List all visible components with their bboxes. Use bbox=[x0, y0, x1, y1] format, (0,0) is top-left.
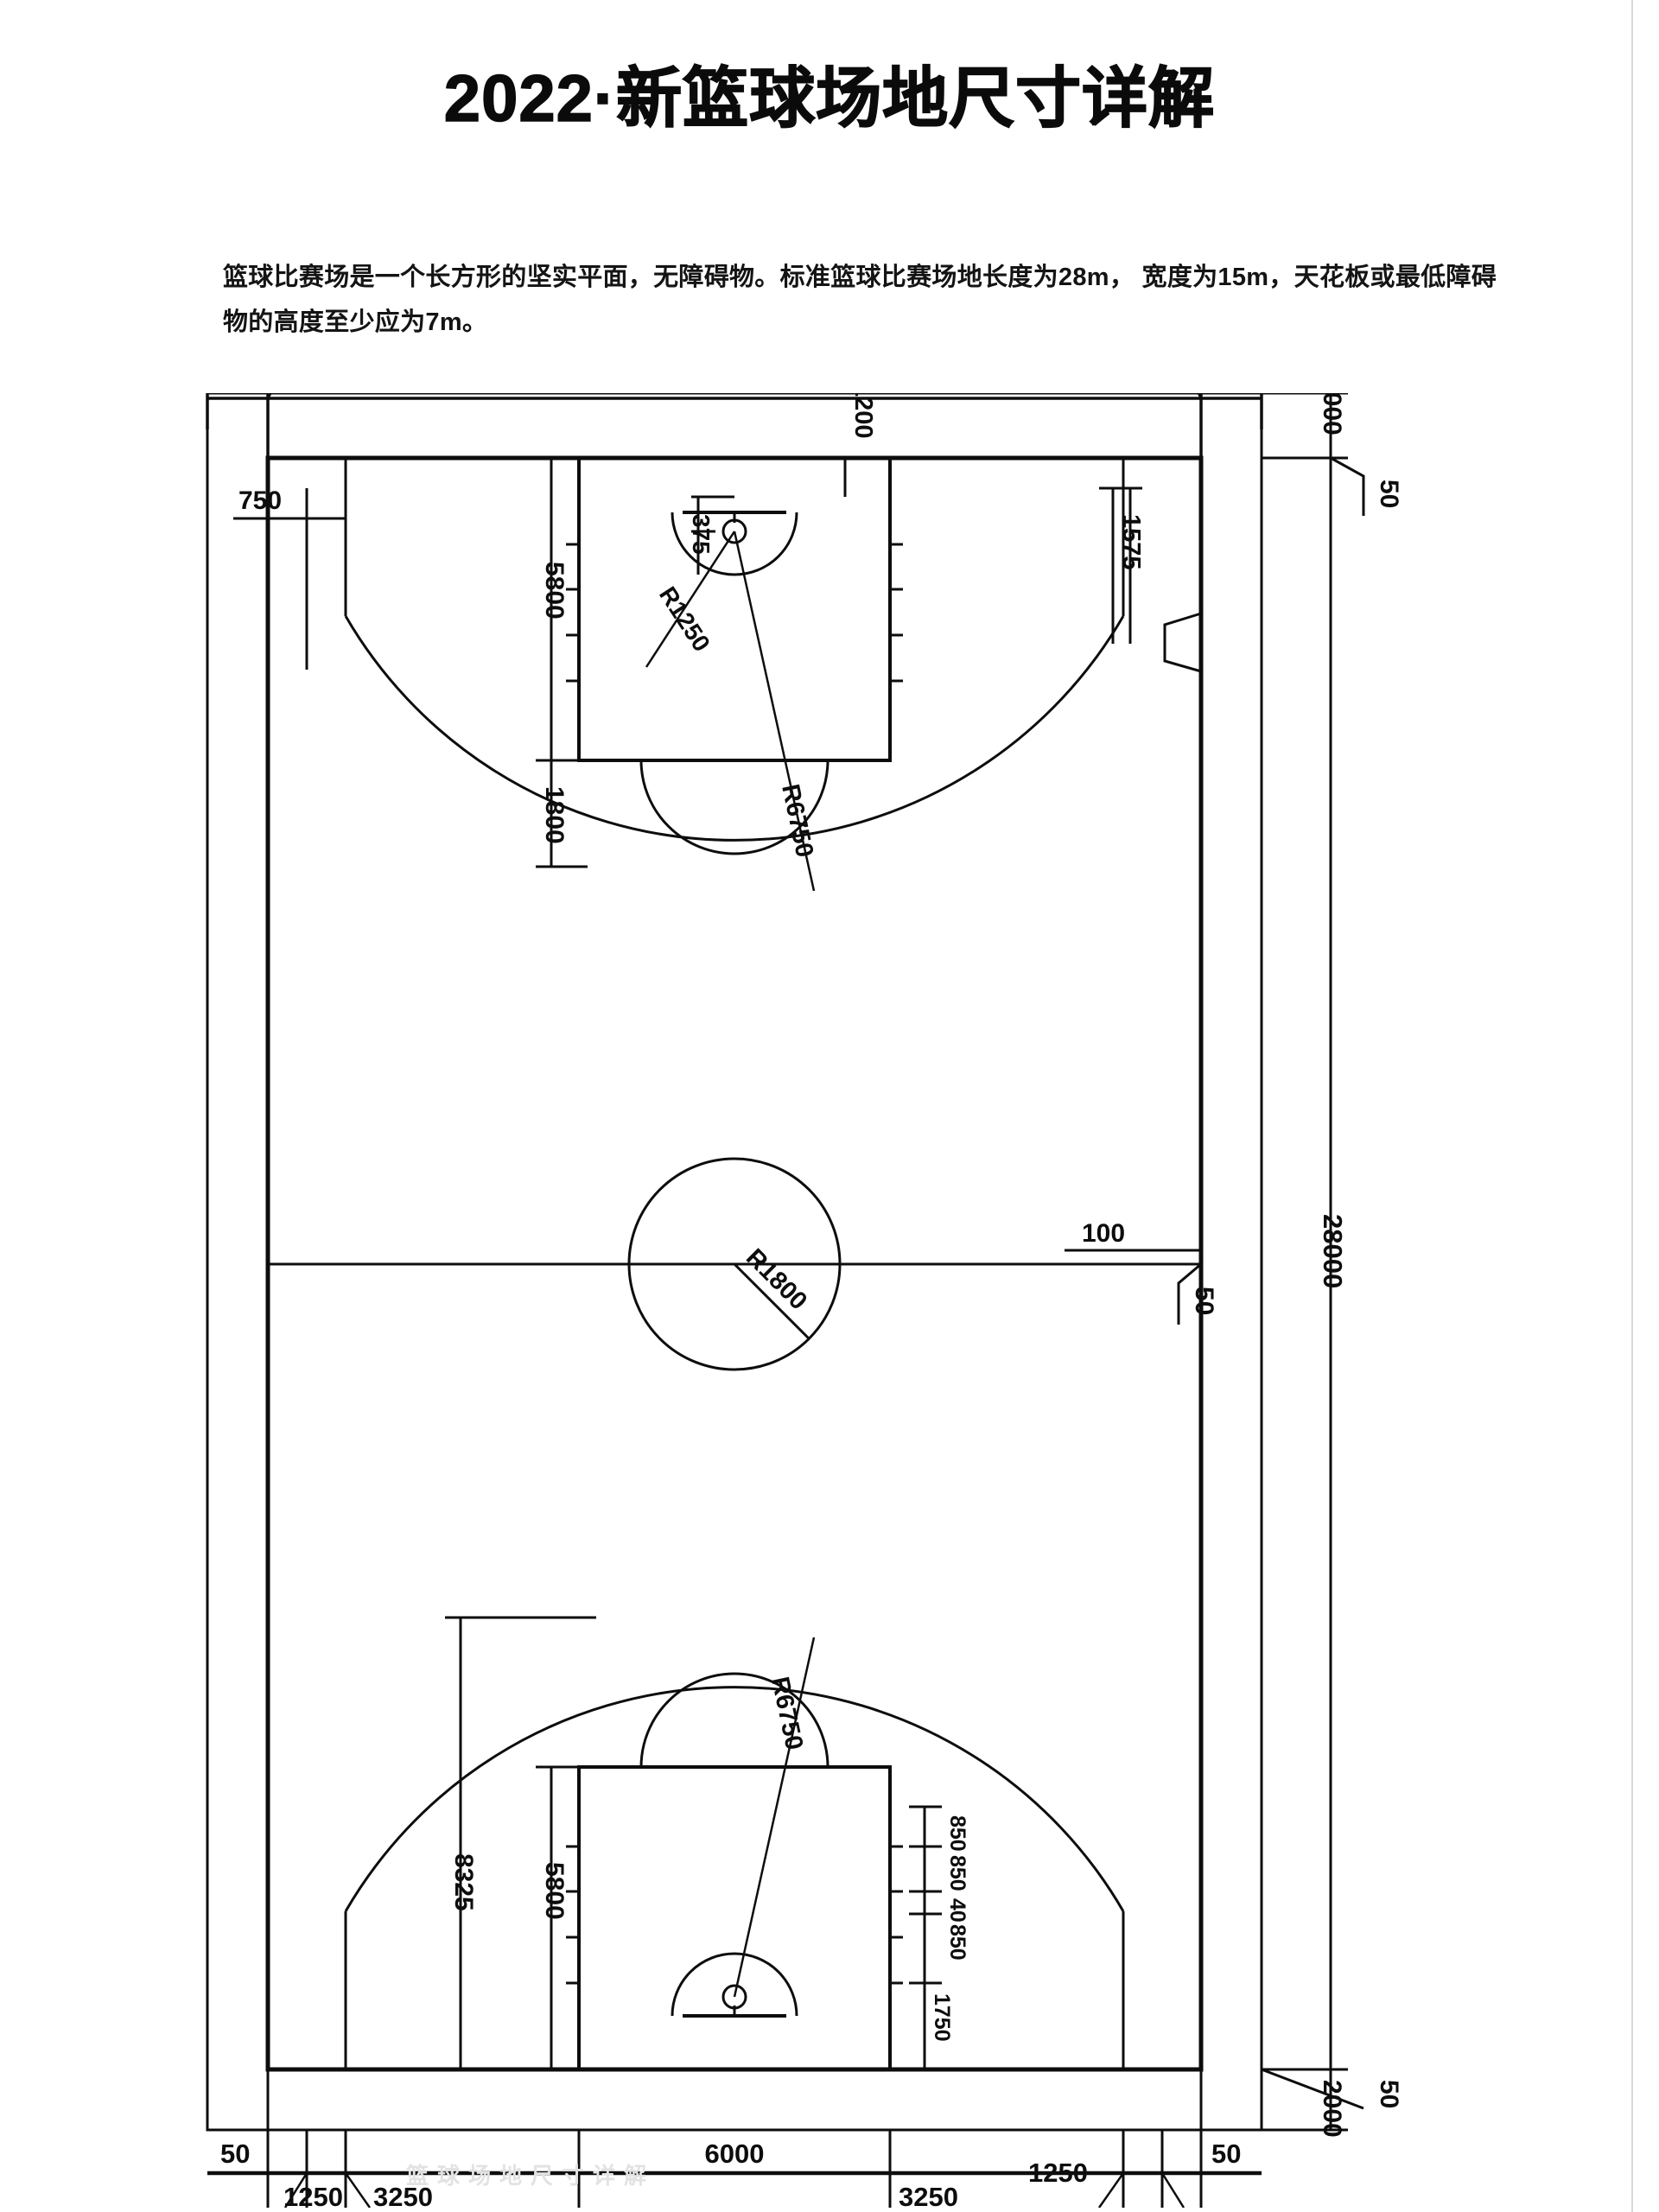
dim-8325 bbox=[445, 1616, 596, 2071]
court-svg: R1800 R1250 bbox=[206, 393, 1403, 2208]
three-point-line-lower bbox=[344, 1686, 1125, 2069]
three-point-line-upper bbox=[344, 458, 1125, 842]
dim-center-100 bbox=[1065, 1236, 1203, 1264]
label-bottom-left-linewidth: 50 bbox=[220, 2139, 250, 2169]
label-three-point-radius-upper: R6750 bbox=[776, 782, 818, 860]
label-left-750: 750 bbox=[238, 486, 282, 515]
ring-lower bbox=[721, 1984, 747, 2016]
runoff-boundary bbox=[206, 393, 1263, 2132]
label-bottom-right-linewidth: 50 bbox=[1211, 2139, 1241, 2169]
dim-top-visible bbox=[206, 393, 1263, 462]
label-three-point-radius-lower: R6750 bbox=[766, 1675, 808, 1752]
label-right-top-linewidth: 50 bbox=[1375, 480, 1403, 508]
label-lane-mark-width: 40 bbox=[945, 1898, 969, 1923]
leader-three-point-radius-lower bbox=[733, 1637, 816, 1998]
label-neutral-zone: 1750 bbox=[930, 1993, 954, 2042]
label-lane-space-3: 850 bbox=[945, 1924, 969, 1961]
leader-ring-radius-upper bbox=[645, 531, 736, 668]
page-title: 2022·新篮球场地尺寸详解 bbox=[443, 61, 1216, 137]
label-center-100: 100 bbox=[1082, 1219, 1125, 1248]
intro-line-2: 宽度为15m，天花板或最低障碍物的高度至少应为7m。 bbox=[223, 264, 1497, 336]
dim-right-top bbox=[1262, 393, 1348, 460]
lane-marks-upper bbox=[566, 543, 903, 683]
dim-right-bottom-runoff bbox=[1262, 2069, 1348, 2132]
dim-1575 bbox=[1099, 486, 1142, 644]
label-key-length-upper: 5800 bbox=[540, 562, 569, 620]
break-symbol-right bbox=[1163, 612, 1202, 673]
label-center-linewidth: 50 bbox=[1190, 1287, 1218, 1315]
dim-right-length bbox=[1262, 458, 1348, 2071]
label-backboard-offset: 1200 bbox=[849, 393, 877, 439]
intro-line-1: 篮球比赛场是一个长方形的坚实平面，无障碍物。标准篮球比赛场地长度为28m， bbox=[223, 264, 1135, 291]
dim-backboard-to-ring bbox=[691, 495, 734, 575]
dim-key-length-lower bbox=[536, 1765, 588, 2071]
watermark-text: 篮球场地尺寸详解 bbox=[406, 2163, 656, 2189]
label-right-top-runoff: 2000 bbox=[1318, 393, 1346, 435]
label-lane-space-1: 850 bbox=[945, 1815, 969, 1852]
court-drawing: R1800 R1250 bbox=[0, 393, 1659, 2208]
free-throw-circle-lower bbox=[639, 1672, 830, 1768]
label-bottom-left-key-offset: 3250 bbox=[373, 2182, 433, 2208]
intro-paragraph: 篮球比赛场是一个长方形的坚实平面，无障碍物。标准篮球比赛场地长度为28m， 宽度… bbox=[223, 255, 1519, 345]
label-bottom-right-corner: 1250 bbox=[1028, 2158, 1088, 2188]
restricted-area-lower bbox=[671, 1952, 798, 2017]
label-bottom-right-key-offset: 3250 bbox=[899, 2182, 958, 2208]
free-throw-circle-upper bbox=[639, 760, 830, 855]
label-right-bottom-runoff: 2000 bbox=[1318, 2080, 1346, 2138]
key-lower bbox=[577, 1765, 892, 2071]
dim-bottom-extensions bbox=[266, 2069, 1203, 2208]
label-8325: 8325 bbox=[449, 1853, 478, 1911]
leader-three-point-radius-upper bbox=[733, 531, 816, 892]
dim-neutral-zone bbox=[909, 1983, 942, 2071]
ring-upper bbox=[721, 512, 747, 544]
label-right-bottom-linewidth: 50 bbox=[1375, 2080, 1403, 2108]
leader-center-50 bbox=[1177, 1262, 1202, 1325]
label-lane-space-2: 850 bbox=[945, 1855, 969, 1891]
leader-right-top-50 bbox=[1330, 456, 1365, 516]
lane-marks-lower bbox=[566, 1845, 903, 1985]
restricted-area-upper bbox=[671, 512, 798, 576]
leaders-bottom-small bbox=[283, 2172, 1185, 2208]
label-bottom-left-corner: 1250 bbox=[283, 2182, 343, 2208]
page-edge-rule bbox=[1631, 0, 1633, 2212]
dim-lane-spaces bbox=[909, 1805, 942, 1985]
dim-free-throw-1800 bbox=[536, 760, 588, 868]
label-free-throw-1800: 1800 bbox=[540, 786, 569, 844]
key-upper bbox=[577, 456, 892, 762]
dim-key-length-upper bbox=[536, 456, 588, 762]
label-ring-radius: R1250 bbox=[654, 582, 715, 656]
leader-right-bottom-50 bbox=[1261, 2068, 1364, 2110]
label-key-length-lower: 5800 bbox=[540, 1862, 569, 1920]
dim-left-750 bbox=[233, 488, 347, 670]
label-bottom-key-width-outer: 6000 bbox=[705, 2139, 765, 2169]
center-circle bbox=[627, 1157, 842, 1371]
label-right-court-length: 28000 bbox=[1318, 1214, 1348, 1288]
label-1575: 1575 bbox=[1117, 514, 1145, 570]
label-backboard-to-ring: 375 bbox=[688, 514, 715, 555]
